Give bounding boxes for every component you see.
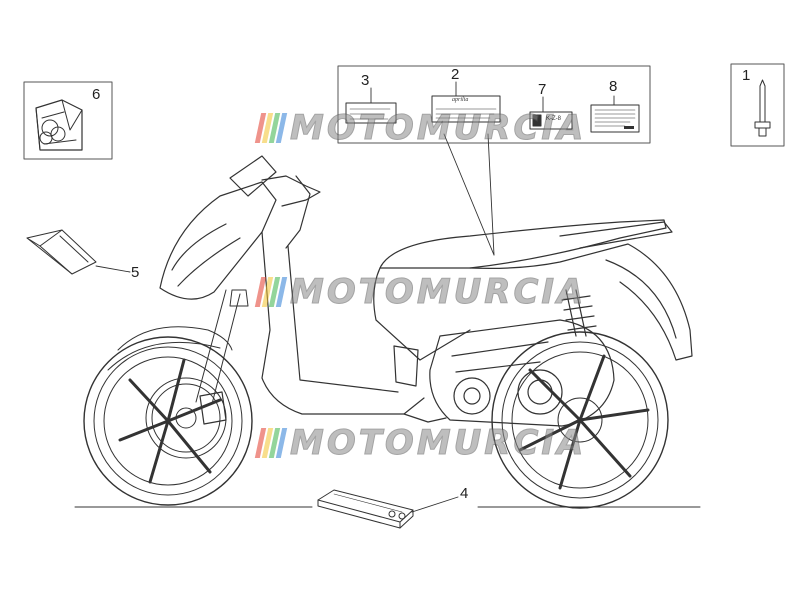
watermark-bottom: MOTOMURCIA [254, 422, 584, 464]
callout-4: 4 [460, 485, 469, 502]
front-fork [107, 289, 249, 405]
callout-8: 8 [609, 78, 618, 95]
callout-1: 1 [742, 67, 751, 84]
watermark-stripes [254, 113, 288, 143]
scooter-body [159, 155, 693, 427]
watermark-text: MOTOMURCIA [289, 423, 587, 464]
watermark-top: MOTOMURCIA [254, 107, 584, 149]
rear-wheel [491, 331, 669, 509]
callout-7: 7 [538, 81, 547, 98]
label-2-brand-text: aprilia [452, 97, 469, 103]
part-labels-box [337, 65, 651, 144]
watermark-stripes [254, 277, 288, 307]
callout-5: 5 [131, 264, 140, 281]
watermark-text: MOTOMURCIA [289, 108, 587, 149]
watermark-stripes [254, 428, 288, 458]
watermark-text: MOTOMURCIA [289, 272, 587, 313]
part-4-manual [317, 489, 414, 529]
label-7-code-text: K-Z-8 [546, 116, 561, 122]
callout-6: 6 [92, 86, 101, 103]
part-1-bolt [730, 63, 785, 147]
front-wheel [83, 336, 253, 506]
part-5-rolled-item [26, 229, 97, 275]
watermark-middle: MOTOMURCIA [254, 271, 584, 313]
part-6-toolkit [23, 81, 113, 160]
callout-3: 3 [361, 72, 370, 89]
callout-2: 2 [451, 66, 460, 83]
